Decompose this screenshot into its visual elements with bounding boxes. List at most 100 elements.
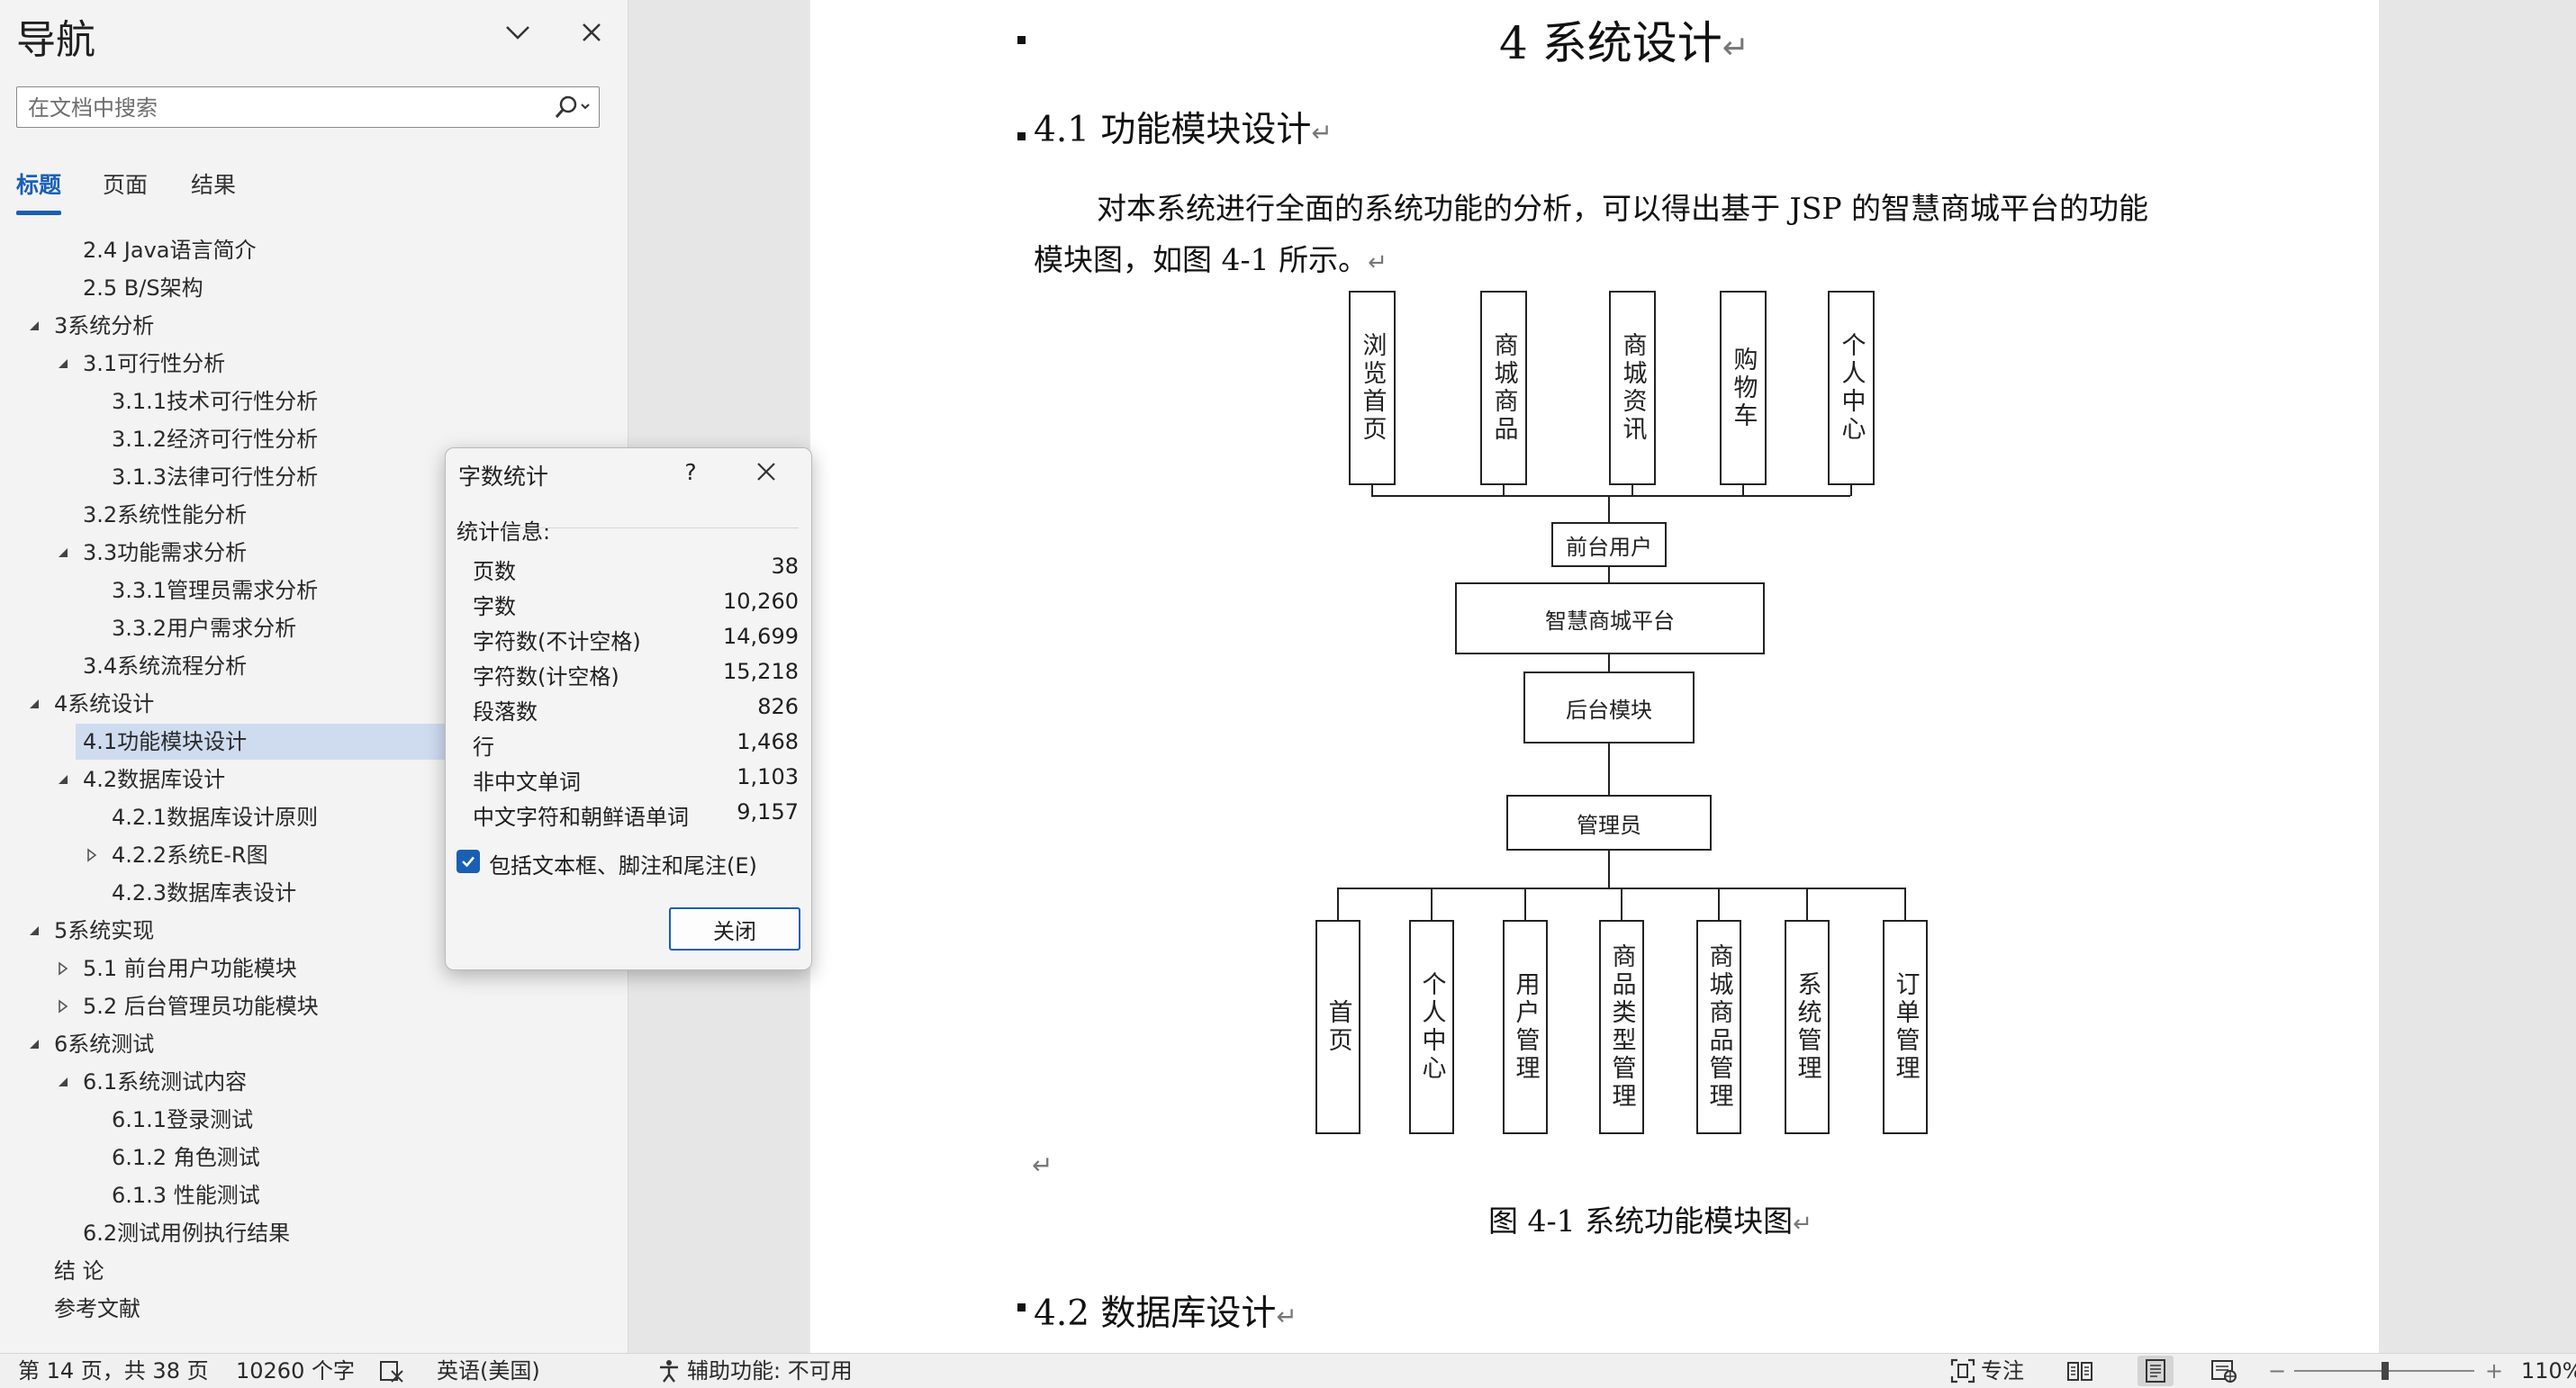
admin-box: 管理员 [1506,795,1712,851]
expanded-triangle-icon[interactable] [54,346,72,382]
expanded-triangle-icon[interactable] [54,1064,72,1100]
nav-heading-item[interactable]: 3.1.3法律可行性分析 [0,459,628,495]
nav-heading-item[interactable]: 3.3.1管理员需求分析 [0,572,628,608]
connector-line [1718,888,1720,920]
expanded-triangle-icon[interactable] [25,1026,43,1062]
nav-heading-item[interactable]: 6.2测试用例执行结果 [0,1215,628,1251]
accessibility-status[interactable]: 辅助功能: 不可用 [687,1358,853,1383]
collapsed-triangle-icon[interactable] [54,988,72,1024]
nav-heading-item[interactable]: 3.1.1技术可行性分析 [0,383,628,419]
nav-heading-item[interactable]: 5系统实现 [0,913,628,949]
nav-heading-label: 3.2系统性能分析 [83,502,248,527]
nav-heading-item[interactable]: 3.1.2经济可行性分析 [0,421,628,457]
nav-heading-item[interactable]: 6.1系统测试内容 [0,1064,628,1100]
stat-row: 字符数(计空格)15,218 [473,659,799,693]
expanded-triangle-icon[interactable] [54,535,72,571]
top-module-box-label: 购物车 [1729,346,1758,430]
nav-heading-item[interactable]: 参考文献 [0,1291,628,1327]
close-icon [757,463,775,481]
bottom-module-box: 用户管理 [1503,920,1548,1134]
connector-line [1608,654,1610,672]
nav-options-button[interactable] [495,13,540,52]
nav-heading-item[interactable]: 5.1 前台用户功能模块 [0,951,628,987]
top-module-box: 商城商品 [1480,291,1527,485]
nav-heading-item[interactable]: 3.1可行性分析 [0,346,628,382]
search-input[interactable] [26,91,552,125]
nav-heading-item[interactable]: 4.2.1数据库设计原则 [0,799,628,835]
body-paragraph-line-1[interactable]: 对本系统进行全面的系统功能的分析，可以得出基于 JSP 的智慧商城平台的功能 [1097,191,2149,226]
top-module-box: 浏览首页 [1349,291,1396,485]
dialog-close-button[interactable] [746,454,786,490]
close-button[interactable]: 关闭 [669,907,800,951]
connector-line [1608,851,1610,888]
nav-heading-item[interactable]: 4.2.2系统E-R图 [0,837,628,873]
read-mode-icon[interactable] [2066,1357,2093,1384]
help-button[interactable]: ? [684,458,697,485]
nav-heading-item[interactable]: 4系统设计 [0,686,628,722]
tab-pages[interactable]: 页面 [103,172,149,198]
proofing-icon[interactable] [378,1357,405,1384]
heading-2-next[interactable]: 4.2 数据库设计↵ [1034,1293,1297,1334]
expanded-triangle-icon[interactable] [25,686,43,722]
connector-line [1371,485,1373,496]
nav-heading-label: 6.1.1登录测试 [112,1107,254,1132]
accessibility-icon[interactable] [655,1357,682,1384]
nav-heading-item[interactable]: 3.3.2用户需求分析 [0,610,628,646]
language-status[interactable]: 英语(美国) [437,1358,540,1383]
expanded-triangle-icon[interactable] [25,308,43,344]
nav-heading-item[interactable]: 6.1.2 角色测试 [0,1140,628,1176]
nav-heading-label: 4.2.2系统E-R图 [112,843,268,868]
focus-mode-button[interactable]: 专注 [1981,1358,2024,1383]
web-layout-icon[interactable] [2210,1357,2237,1384]
nav-heading-item[interactable]: 6系统测试 [0,1026,628,1062]
include-textboxes-checkbox[interactable] [456,850,480,873]
nav-heading-item[interactable]: 3系统分析 [0,308,628,344]
print-layout-icon[interactable] [2138,1356,2174,1386]
collapsed-triangle-icon[interactable] [83,837,101,873]
zoom-in-button[interactable]: + [2485,1358,2504,1383]
heading-2[interactable]: 4.1 功能模块设计↵ [1034,110,1333,150]
nav-heading-item[interactable]: 2.4 Java语言简介 [0,232,628,268]
nav-heading-item[interactable]: 3.2系统性能分析 [0,497,628,533]
nav-heading-item[interactable]: 3.4系统流程分析 [0,648,628,684]
top-bus-line [1371,495,1850,497]
tab-headings[interactable]: 标题 [16,167,62,215]
nav-heading-item[interactable]: 4.2.3数据库表设计 [0,875,628,911]
bottom-module-box: 商品类型管理 [1599,920,1644,1134]
nav-close-button[interactable] [569,13,614,52]
nav-heading-item[interactable]: 6.1.3 性能测试 [0,1177,628,1213]
zoom-out-button[interactable]: − [2268,1358,2287,1383]
nav-heading-item[interactable]: 2.5 B/S架构 [0,270,628,306]
nav-heading-label: 2.4 Java语言简介 [83,238,257,263]
body-paragraph-line-2[interactable]: 模块图，如图 4-1 所示。↵ [1034,242,1387,277]
checkmark-icon [462,856,475,868]
stat-value: 826 [757,694,799,719]
top-module-box-label: 商城资讯 [1618,332,1647,444]
nav-heading-item[interactable]: 5.2 后台管理员功能模块 [0,988,628,1024]
heading-1[interactable]: 4 系统设计↵ [1499,17,1749,69]
tab-results[interactable]: 结果 [191,172,237,198]
expanded-triangle-icon[interactable] [25,913,43,949]
search-button[interactable] [547,89,597,125]
collapsed-triangle-icon[interactable] [54,951,72,987]
nav-heading-label: 参考文献 [54,1296,140,1321]
nav-heading-item[interactable]: 结 论 [0,1253,628,1289]
word-count-status[interactable]: 10260 个字 [236,1358,355,1383]
chevron-down-icon [506,26,529,40]
nav-heading-item[interactable]: 3.3功能需求分析 [0,535,628,571]
focus-icon[interactable] [1949,1357,1976,1384]
nav-heading-label: 3.1.2经济可行性分析 [112,427,319,452]
zoom-slider-thumb[interactable] [2382,1362,2389,1380]
page-count-status[interactable]: 第 14 页，共 38 页 [18,1358,209,1383]
stat-label: 非中文单词 [473,770,581,795]
zoom-level[interactable]: 110% [2521,1358,2576,1383]
top-module-box-label: 浏览首页 [1358,332,1387,444]
include-textboxes-label[interactable]: 包括文本框、脚注和尾注(E) [489,853,757,879]
figure-caption[interactable]: 图 4-1 系统功能模块图↵ [1488,1203,1812,1239]
nav-heading-item[interactable]: 4.2数据库设计 [0,762,628,798]
nav-heading-item[interactable]: 6.1.1登录测试 [0,1102,628,1138]
expanded-triangle-icon[interactable] [54,762,72,798]
